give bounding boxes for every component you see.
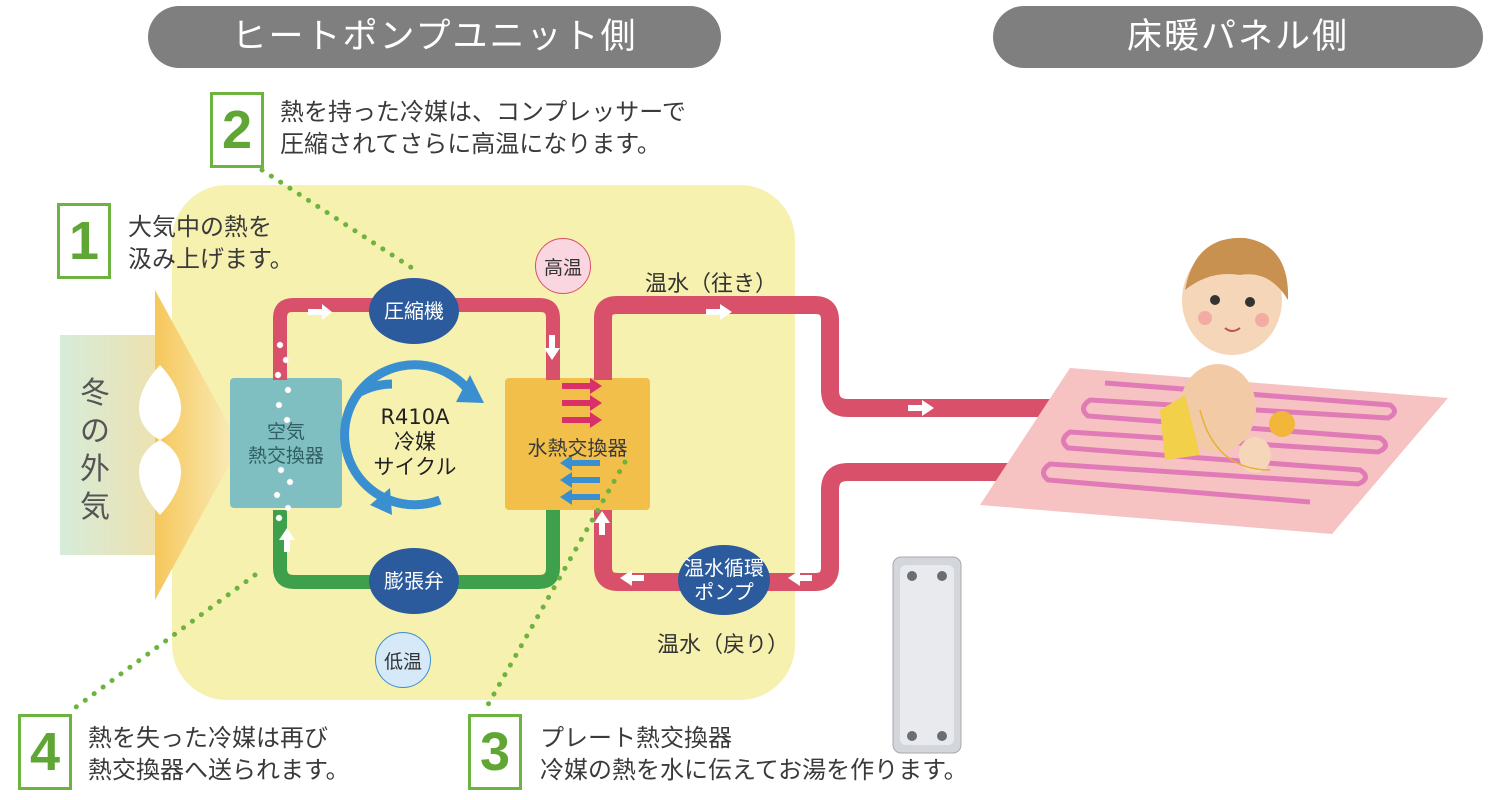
step-2-line-2: 圧縮されてさらに高温になります。 bbox=[280, 130, 661, 158]
floor-panel-side-header: 床暖パネル側 bbox=[993, 6, 1483, 68]
pump-label-line-2: ポンプ bbox=[694, 580, 754, 604]
heat-pump-side-header: ヒートポンプユニット側 bbox=[148, 6, 721, 68]
step-3-line-1: プレート熱交換器 bbox=[540, 724, 732, 752]
air-hx-line-2: 熱交換器 bbox=[247, 445, 324, 467]
high-temp-badge: 高温 bbox=[535, 238, 591, 294]
warm-air-cone bbox=[155, 290, 240, 600]
cycle-ring-icon bbox=[340, 360, 484, 515]
step-4-number: 4 bbox=[18, 714, 72, 790]
winter-air-label: 冬の外気 bbox=[80, 376, 110, 525]
step-4-line-1: 熱を失った冷媒は再び bbox=[88, 724, 328, 752]
flow-arrows bbox=[279, 304, 934, 586]
step-4-text: 熱を失った冷媒は再び 熱交換器へ送られます。 bbox=[88, 722, 350, 786]
cycle-line-2: 冷媒 bbox=[394, 430, 436, 454]
cycle-line-1: R410A bbox=[380, 405, 450, 429]
hot-water-pump-node: 温水循環 ポンプ bbox=[678, 545, 770, 615]
step-1-text: 大気中の熱を 汲み上げます。 bbox=[128, 211, 294, 275]
hot-water-supply-pipe bbox=[594, 296, 1075, 417]
refrigerant-bubbles bbox=[273, 341, 294, 522]
hot-water-out-label: 温水（往き） bbox=[645, 272, 778, 297]
step-1-number: 1 bbox=[57, 203, 111, 279]
expansion-valve-node: 膨張弁 bbox=[369, 548, 459, 614]
plate-heat-exchanger-image bbox=[892, 556, 962, 754]
air-hx-line-1: 空気 bbox=[266, 421, 305, 443]
cycle-line-3: サイクル bbox=[373, 455, 457, 479]
low-temp-badge: 低温 bbox=[375, 632, 431, 688]
leader-lines bbox=[69, 167, 628, 713]
fan-icon bbox=[139, 365, 181, 515]
compressor-node: 圧縮機 bbox=[369, 278, 459, 344]
pump-label-line-1: 温水循環 bbox=[684, 556, 764, 580]
step-2-line-1: 熱を持った冷媒は、コンプレッサーで bbox=[280, 98, 686, 126]
step-3-line-2: 冷媒の熱を水に伝えてお湯を作ります。 bbox=[540, 756, 968, 784]
air-heat-exchanger-label: 空気 熱交換器 bbox=[230, 420, 342, 468]
step-4-line-2: 熱交換器へ送られます。 bbox=[88, 756, 350, 784]
hot-water-return-label: 温水（戻り） bbox=[657, 633, 790, 658]
hot-water-return-pipe bbox=[594, 463, 1040, 591]
baby-illustration bbox=[1160, 237, 1295, 473]
step-1-line-1: 大気中の熱を bbox=[128, 213, 272, 241]
step-3-text: プレート熱交換器 冷媒の熱を水に伝えてお湯を作ります。 bbox=[540, 722, 968, 786]
step-2-number: 2 bbox=[210, 92, 264, 168]
step-2-text: 熱を持った冷媒は、コンプレッサーで 圧縮されてさらに高温になります。 bbox=[280, 96, 686, 160]
step-1-line-2: 汲み上げます。 bbox=[128, 245, 294, 273]
step-3-number: 3 bbox=[468, 714, 522, 790]
water-heat-exchanger-label: 水熱交換器 bbox=[527, 436, 628, 460]
water-heat-exchanger-block bbox=[505, 378, 650, 510]
heat-transfer-arrows bbox=[560, 378, 602, 505]
cycle-label: R410A 冷媒 サイクル bbox=[355, 405, 475, 480]
